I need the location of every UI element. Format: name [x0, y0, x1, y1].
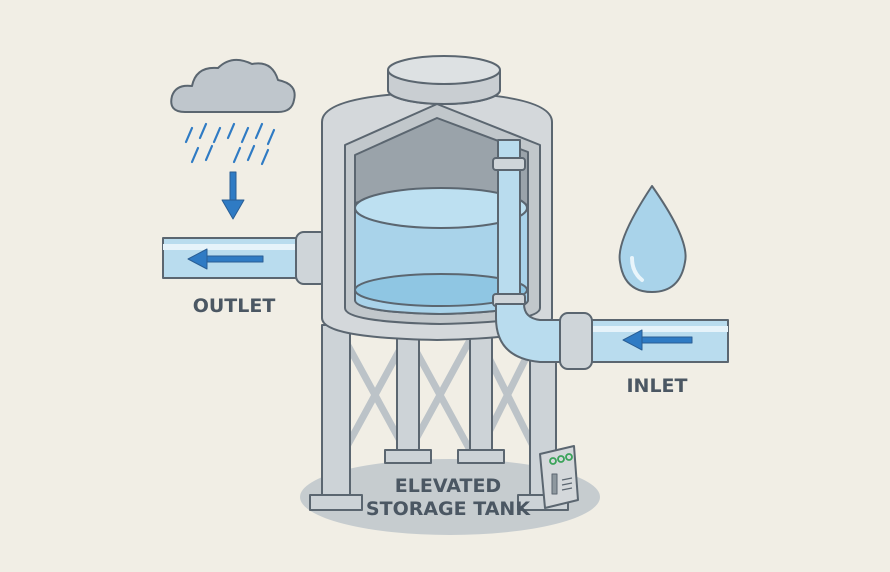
arrow-left-icon: [187, 248, 264, 270]
tank-label-line2: STORAGE TANK: [366, 498, 531, 520]
outlet-pipe: [162, 231, 329, 285]
ground-shadow: [300, 459, 600, 535]
storage-tank: [321, 55, 553, 341]
outlet-label: OUTLET: [193, 295, 276, 317]
inlet-label: INLET: [626, 375, 687, 397]
water-drop-icon: [618, 185, 687, 293]
arrow-left-icon: [622, 329, 693, 351]
inlet-pipe: [495, 303, 729, 370]
arrow-down-icon: [221, 171, 245, 220]
control-panel-icon: [539, 445, 579, 509]
tank-label-line1: ELEVATED: [395, 475, 501, 497]
cloud-rain-icon: [170, 58, 296, 166]
